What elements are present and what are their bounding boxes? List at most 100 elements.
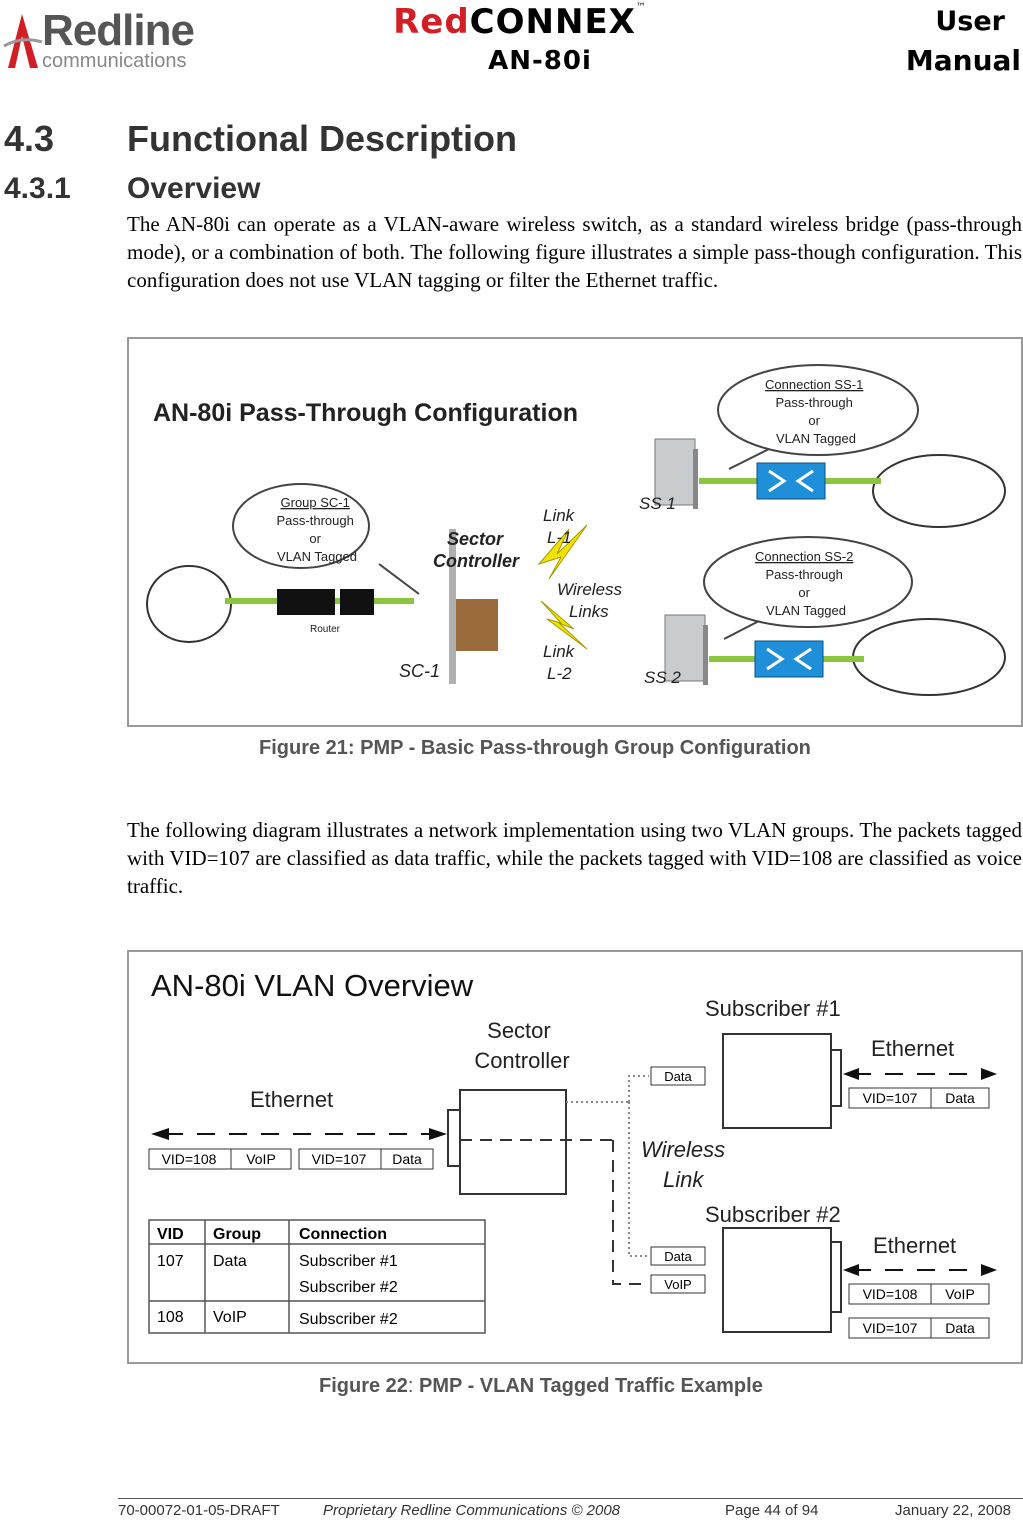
sc-pole <box>449 529 456 684</box>
bubble-ss1-line4: VLAN Tagged <box>776 431 856 446</box>
brand-black-part: CONNEX <box>469 2 636 42</box>
logo-wordmark: Redline <box>42 6 195 55</box>
sc-id-label: SC-1 <box>399 661 440 681</box>
bubble-ss2-line4: VLAN Tagged <box>766 603 846 618</box>
svg-text:Connection SS-1 Pass-throu: Connection SS-1 Pass-through or VLAN Tag… <box>765 377 867 446</box>
bubble-ss2-line1: Connection SS-2 <box>755 549 853 564</box>
wireless-link-2: Link <box>663 1167 704 1192</box>
svg-text:Group SC-1 Pass-through: Group SC-1 Pass-through or VLAN Tagged <box>277 495 358 564</box>
figure2-caption-sep: : <box>407 1375 420 1397</box>
fig1-title: AN-80i Pass-Through Configuration <box>153 399 578 427</box>
bubble-ss2-line3: or <box>798 585 810 600</box>
bubble-sc-line3: or <box>309 531 321 546</box>
sc-box <box>459 1089 567 1195</box>
product-model: AN-80i <box>488 46 592 76</box>
svg-text:VID=107: VID=107 <box>863 1320 918 1336</box>
table-header-connection: Connection <box>299 1226 387 1243</box>
sc-radio <box>456 599 498 651</box>
page-header: Redline communications RedCONNEX™ AN-80i… <box>0 0 1023 90</box>
doc-type-line2: Manual <box>905 44 1021 77</box>
vlan-paragraph: The following diagram illustrates a netw… <box>127 818 1022 898</box>
fig2-sc-label-2: Controller <box>474 1048 569 1073</box>
logo-subtitle: communications <box>42 50 187 72</box>
svg-text:Sector Controller: Sector Controller <box>474 1018 569 1073</box>
ss1-switch <box>756 462 826 500</box>
bubble-ss2 <box>703 536 913 628</box>
link2-label-1: Link <box>543 642 576 661</box>
sc-label-1: Sector <box>447 529 504 549</box>
footer-divider <box>118 1498 1023 1499</box>
redline-logo: Redline communications <box>2 6 212 76</box>
intro-paragraph: The AN-80i can operate as a VLAN-aware w… <box>127 212 1022 292</box>
table-header-group: Group <box>213 1226 261 1243</box>
svg-text:VID=107: VID=107 <box>312 1151 367 1167</box>
ss2-radio <box>664 614 706 682</box>
router-right-unit <box>340 589 374 615</box>
ethernet-right-label-1: Ethernet <box>871 1036 954 1061</box>
footer-page-number: Page 44 of 94 <box>725 1502 819 1519</box>
svg-text:VID=108: VID=108 <box>863 1286 918 1302</box>
subscriber2-label: Subscriber #2 <box>705 1202 841 1227</box>
fig2-sc-label-1: Sector <box>487 1018 551 1043</box>
bubble-ss1-line3: or <box>808 413 820 428</box>
svg-text:Wireless Link: Wireless Link <box>641 1137 731 1192</box>
svg-text:VoIP: VoIP <box>664 1277 691 1292</box>
ethernet-left-label: Ethernet <box>250 1087 333 1112</box>
sub2-tag-data: VID=107 Data <box>848 1317 990 1339</box>
left-tag-data: VID=107 Data <box>298 1148 434 1170</box>
lightning-2 <box>540 600 588 650</box>
cloud-ss1 <box>872 454 1006 528</box>
svg-text:Data: Data <box>392 1151 422 1167</box>
subscriber1-label: Subscriber #1 <box>705 996 841 1021</box>
subscriber1-box <box>722 1033 832 1129</box>
product-brand: RedCONNEX™ <box>370 2 670 42</box>
figure-pass-through: AN-80i Pass-Through Configuration Group … <box>127 337 1023 727</box>
subsection-number: 4.3.1 <box>4 172 71 205</box>
table-cell: Subscriber #1 <box>299 1253 398 1270</box>
bubble-sc <box>232 483 370 569</box>
bubble-sc-line1: Group SC-1 <box>281 495 350 510</box>
ss2-switch <box>754 640 824 678</box>
bubble-ss1-line1: Connection SS-1 <box>765 377 863 392</box>
brand-red-part: Red <box>393 2 470 42</box>
cloud-ss2 <box>852 618 1006 696</box>
router-left-unit <box>277 589 335 615</box>
bubble-ss1-line2: Pass-through <box>776 395 853 410</box>
table-cell: Subscriber #2 <box>299 1311 398 1328</box>
figure2-caption-prefix: Figure 22 <box>319 1375 408 1397</box>
sub2-voip-tag <box>650 1274 706 1294</box>
bubble-sc-line4: VLAN Tagged <box>277 549 357 564</box>
svg-text:Sector Controller: Sector Controller <box>433 529 520 571</box>
ss1-radio <box>654 438 696 506</box>
wireless-links-1: Wireless <box>557 580 623 599</box>
section-number: 4.3 <box>4 118 55 159</box>
link1-label-2: L-1 <box>547 528 572 547</box>
svg-text:Connection SS-2 Pass-throu: Connection SS-2 Pass-through or VLAN Tag… <box>755 549 857 618</box>
svg-text:Link L-1 Wireless: Link L-1 Wireless Links Link L-2 <box>543 506 627 683</box>
figure1-caption: Figure 21: PMP - Basic Pass-through Grou… <box>259 737 811 759</box>
table-cell: 108 <box>157 1309 184 1326</box>
footer-doc-id: 70-00072-01-05-DRAFT <box>118 1502 280 1519</box>
svg-text:Data: Data <box>945 1320 975 1336</box>
redline-logo-mark <box>3 14 43 68</box>
bubble-sc-line2: Pass-through <box>277 513 354 528</box>
vlan-overview-diagram: AN-80i VLAN Overview Sector Controller E… <box>148 968 997 1339</box>
link2-label-2: L-2 <box>547 664 572 683</box>
table-cell: Data <box>213 1253 247 1270</box>
pass-through-diagram: AN-80i Pass-Through Configuration Group … <box>146 364 1006 696</box>
wireless-link-1: Wireless <box>641 1137 725 1162</box>
figure-vlan-overview: AN-80i VLAN Overview Sector Controller E… <box>127 950 1023 1364</box>
section-title: Functional Description <box>127 118 518 159</box>
svg-text:Data: Data <box>664 1249 692 1264</box>
figure2-caption-text: PMP - VLAN Tagged Traffic Example <box>419 1375 763 1397</box>
table-cell: VoIP <box>213 1309 247 1326</box>
sc-port <box>447 1109 461 1167</box>
sub2-tag-voip: VID=108 VoIP <box>848 1283 990 1305</box>
sc-label-2: Controller <box>433 551 520 571</box>
table-header-vid: VID <box>157 1226 184 1243</box>
cloud-left <box>146 565 232 643</box>
sub1-tag: VID=107 Data <box>848 1087 990 1109</box>
footer-date: January 22, 2008 <box>895 1502 1011 1519</box>
lightning-1 <box>537 524 588 580</box>
bubble-ss1 <box>717 364 919 456</box>
